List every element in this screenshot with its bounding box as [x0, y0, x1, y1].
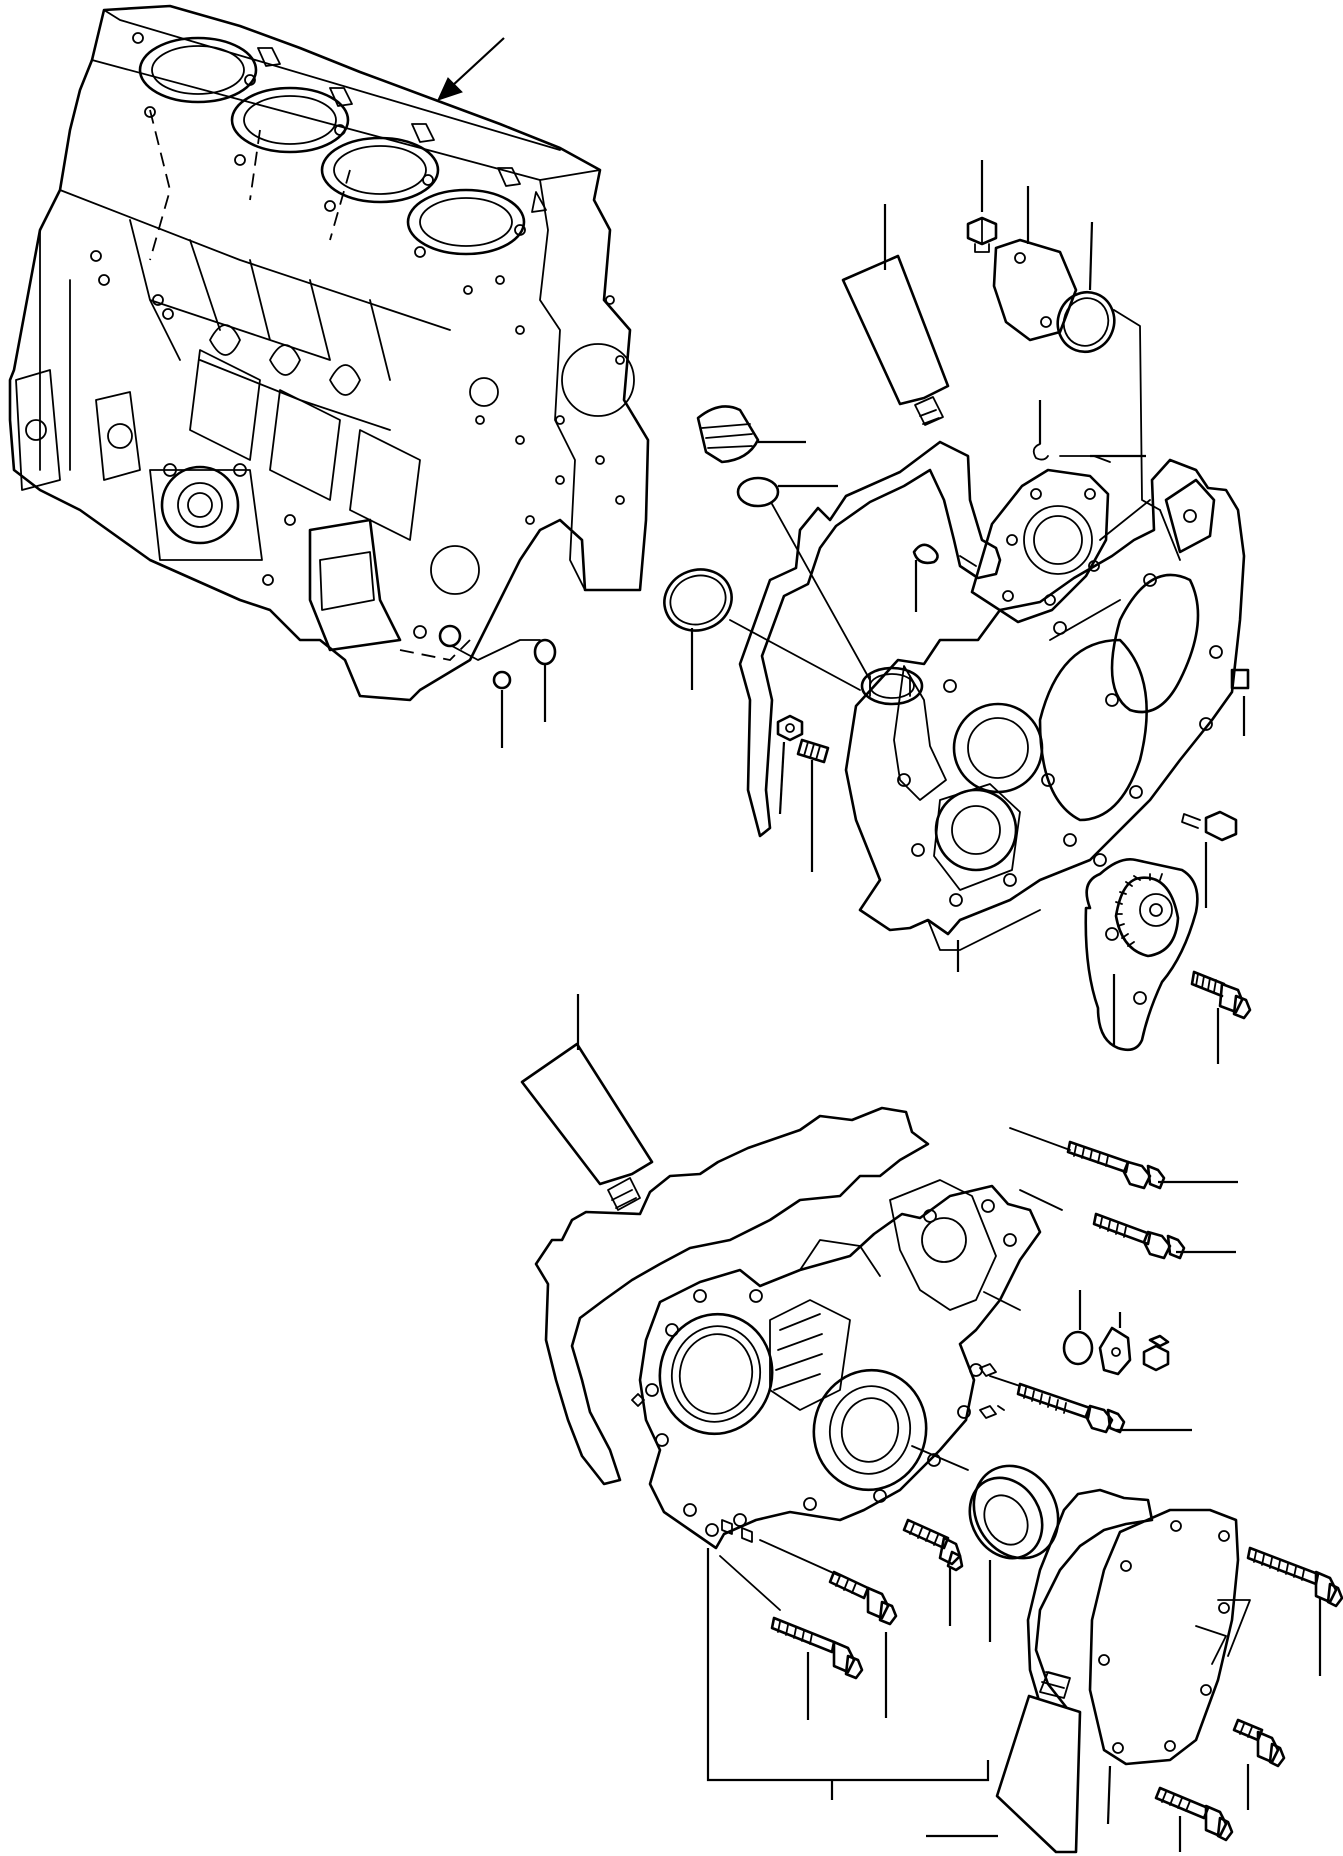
oring-small-a	[492, 670, 512, 690]
bracket-group	[706, 1548, 990, 1800]
leader-bracket-group	[706, 1548, 990, 1782]
leader-rear-plate	[1106, 1765, 1112, 1825]
oring-small-b	[533, 638, 557, 666]
gear-case	[844, 458, 1246, 972]
bolt-mid	[989, 1375, 1192, 1434]
rear-plate	[1026, 1488, 1240, 1825]
leader-block-arrow	[451, 37, 505, 87]
cover-bolts	[983, 1127, 1238, 1311]
rear-bolts	[1154, 1546, 1343, 1852]
oring-plate	[1056, 221, 1161, 511]
block-orings	[492, 638, 557, 748]
sealant-tube-mid	[520, 994, 654, 1211]
oring-large	[663, 568, 861, 691]
gasket-top	[738, 440, 1002, 838]
pin	[1230, 668, 1250, 736]
oil-seal	[911, 1445, 1060, 1642]
pump-bolt	[1190, 970, 1252, 1064]
plug-small	[912, 543, 977, 612]
clip	[1032, 400, 1049, 461]
cover-top	[970, 454, 1146, 624]
sealant-tube-top	[841, 204, 950, 426]
filler-oring	[736, 476, 871, 681]
oring-cover	[1062, 1290, 1094, 1366]
cylinder-block	[8, 4, 650, 702]
sealant-tube-bottom	[926, 1671, 1082, 1854]
bolt-top	[966, 160, 998, 253]
oil-pump	[1084, 858, 1199, 1052]
filler-cap	[696, 405, 806, 464]
leader-nut	[778, 741, 786, 815]
block-arrow	[437, 37, 505, 101]
gear-housing-lower	[631, 1179, 1042, 1550]
gasket-large	[534, 1106, 930, 1486]
small-cover-plate	[1098, 1312, 1170, 1376]
leader-oring-plate	[1088, 221, 1094, 291]
lower-bolts	[719, 1518, 964, 1720]
bolt-right	[1181, 810, 1238, 908]
nut-stud	[776, 714, 830, 872]
